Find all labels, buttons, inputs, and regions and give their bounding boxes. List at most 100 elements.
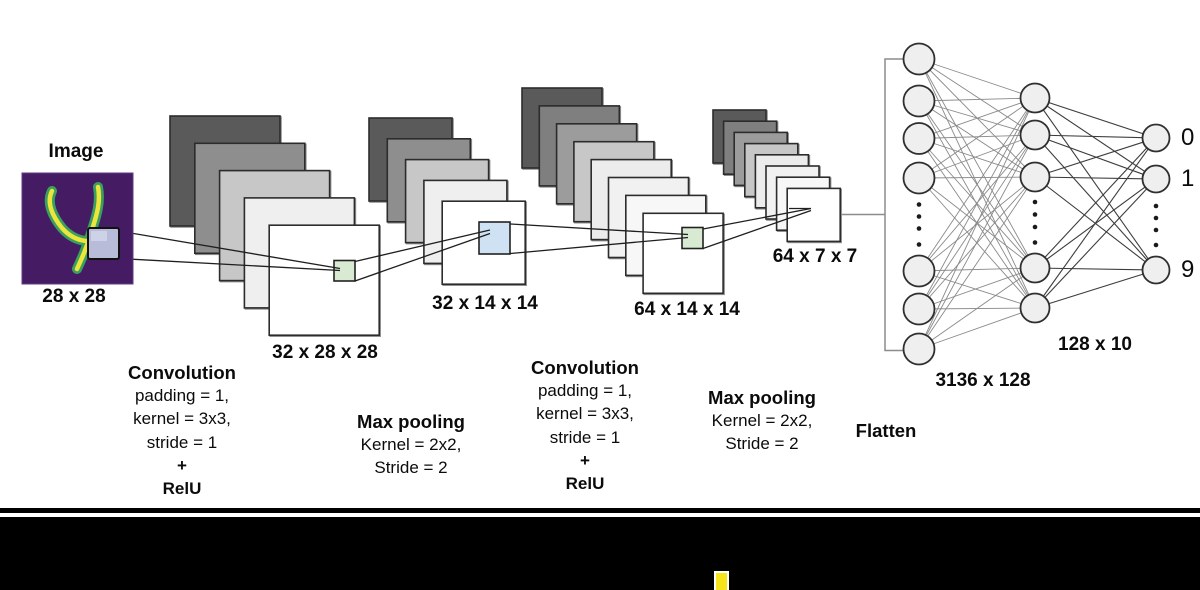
fc1-edge bbox=[918, 97, 1036, 310]
fc2-edge bbox=[1034, 97, 1157, 139]
digit-stroke-left-core bbox=[47, 188, 89, 244]
fc1-edge bbox=[918, 134, 1036, 179]
fc1-dim-label: 3136 x 128 bbox=[935, 370, 1031, 391]
op-param: padding = 1, bbox=[537, 381, 633, 401]
ellipsis-dot bbox=[1032, 224, 1038, 230]
conv2-line-top bbox=[510, 223, 689, 236]
output-class-9: 9 bbox=[1181, 256, 1195, 283]
stack4-dim-label: 64 x 7 x 7 bbox=[772, 246, 858, 267]
neuron-node-layer1 bbox=[902, 254, 936, 288]
stack2-dim-label: 32 x 14 x 14 bbox=[432, 293, 538, 314]
op-title: Convolution bbox=[128, 362, 236, 383]
fc2-edge bbox=[1034, 97, 1157, 271]
op-title: Flatten bbox=[855, 420, 917, 441]
fc2-edge bbox=[1034, 178, 1157, 309]
fc1-edge bbox=[918, 134, 1036, 310]
feature-map-stack4 bbox=[786, 187, 842, 243]
stack1-dim-label: 32 x 28 x 28 bbox=[272, 342, 378, 363]
fc2-edge bbox=[1034, 97, 1157, 180]
neuron-node-layer1 bbox=[902, 161, 936, 195]
ellipsis-dot bbox=[1032, 240, 1038, 245]
fc2-edge bbox=[1034, 176, 1157, 180]
op-param: Stride = 2 bbox=[725, 434, 799, 454]
fc1-edge bbox=[918, 97, 1036, 272]
operation-connection-lines bbox=[118, 207, 812, 282]
ellipsis-dot bbox=[1153, 227, 1159, 233]
neuron-node-layer3 bbox=[1141, 123, 1171, 153]
op-plus: + bbox=[580, 450, 590, 470]
fc1-edge bbox=[918, 97, 1036, 179]
op-param: stride = 1 bbox=[549, 427, 621, 447]
fc1-edge bbox=[918, 100, 1036, 309]
output-class-0: 0 bbox=[1181, 124, 1195, 151]
ellipsis-dot bbox=[1032, 212, 1038, 217]
feature-map-stacks bbox=[169, 87, 842, 336]
ellipsis-dot bbox=[1153, 215, 1159, 221]
fc1-edge bbox=[918, 97, 1036, 139]
op-param: Stride = 2 bbox=[374, 458, 448, 478]
pool1-line-bottom bbox=[354, 232, 491, 282]
fc2-edge bbox=[1034, 267, 1157, 271]
fc1-edge bbox=[918, 97, 1036, 350]
fc1-edge bbox=[918, 176, 1036, 179]
ellipsis-dot bbox=[1153, 203, 1159, 209]
input-image-title: Image bbox=[48, 141, 104, 162]
slide-divider-line bbox=[0, 508, 1200, 513]
pool2-line-bottom bbox=[702, 209, 812, 250]
fc1-edge bbox=[918, 267, 1036, 350]
op-param: kernel = 3x3, bbox=[133, 409, 231, 429]
neuron-node-layer1 bbox=[902, 332, 936, 366]
fully-connected-network bbox=[902, 42, 1171, 366]
mnist-input-image bbox=[21, 172, 134, 285]
op-title: Max pooling bbox=[708, 387, 816, 408]
op-param: stride = 1 bbox=[146, 432, 218, 452]
op-maxpool-2: Max pooling Kernel = 2x2, Stride = 2 bbox=[708, 386, 816, 456]
fc2-edge bbox=[1034, 137, 1157, 309]
fc2-edge bbox=[1034, 137, 1157, 269]
fc1-edge bbox=[918, 97, 1036, 102]
fc1-edge bbox=[918, 58, 1036, 269]
op-param: Kernel = 2x2, bbox=[711, 411, 813, 431]
op-title: Max pooling bbox=[357, 411, 465, 432]
neuron-node-layer2 bbox=[1019, 252, 1051, 284]
op-convolution-2: Convolution padding = 1, kernel = 3x3, s… bbox=[531, 356, 639, 495]
conv1-line-top bbox=[118, 230, 341, 270]
ellipsis-dot bbox=[1153, 242, 1159, 248]
feature-map-stack1 bbox=[268, 224, 381, 336]
fc1-edge bbox=[918, 58, 1036, 99]
neuron-node-layer1 bbox=[902, 84, 936, 118]
conv1-line-bottom bbox=[118, 257, 341, 272]
op-flatten: Flatten bbox=[856, 419, 917, 442]
fc1-edge bbox=[918, 176, 1036, 350]
neuron-node-layer2 bbox=[1019, 119, 1051, 151]
ellipsis-dot bbox=[916, 202, 922, 207]
output-class-1: 1 bbox=[1181, 165, 1195, 192]
fc1-edge bbox=[918, 267, 1036, 272]
op-maxpool-1: Max pooling Kernel = 2x2, Stride = 2 bbox=[357, 410, 465, 480]
fc2-edge bbox=[1034, 137, 1157, 178]
op-convolution-1: Convolution padding = 1, kernel = 3x3, s… bbox=[128, 361, 236, 500]
op-param: padding = 1, bbox=[134, 386, 230, 406]
video-progress-marker[interactable] bbox=[714, 571, 729, 590]
neuron-node-layer3 bbox=[1141, 164, 1171, 194]
op-title: Convolution bbox=[531, 357, 639, 378]
ellipsis-dot bbox=[916, 242, 922, 247]
op-relu: RelU bbox=[162, 479, 202, 499]
fc1-edge bbox=[918, 307, 1036, 350]
neuron-node-layer1 bbox=[902, 42, 936, 76]
fc2-edge bbox=[1034, 134, 1157, 139]
fc1-edge bbox=[918, 134, 1036, 139]
ellipsis-dot bbox=[1032, 199, 1038, 205]
neuron-node-layer1 bbox=[902, 292, 936, 326]
flatten-bracket bbox=[842, 58, 903, 352]
fc1-edge bbox=[918, 270, 1036, 309]
op-param: kernel = 3x3, bbox=[536, 404, 634, 424]
op-relu: RelU bbox=[565, 474, 605, 494]
fc1-edge bbox=[918, 134, 1036, 350]
neuron-node-layer2 bbox=[1019, 82, 1051, 114]
op-param: Kernel = 2x2, bbox=[360, 435, 462, 455]
pool2-line-top bbox=[702, 207, 812, 230]
fc1-edge bbox=[918, 176, 1036, 310]
ellipsis-dot bbox=[916, 226, 922, 231]
